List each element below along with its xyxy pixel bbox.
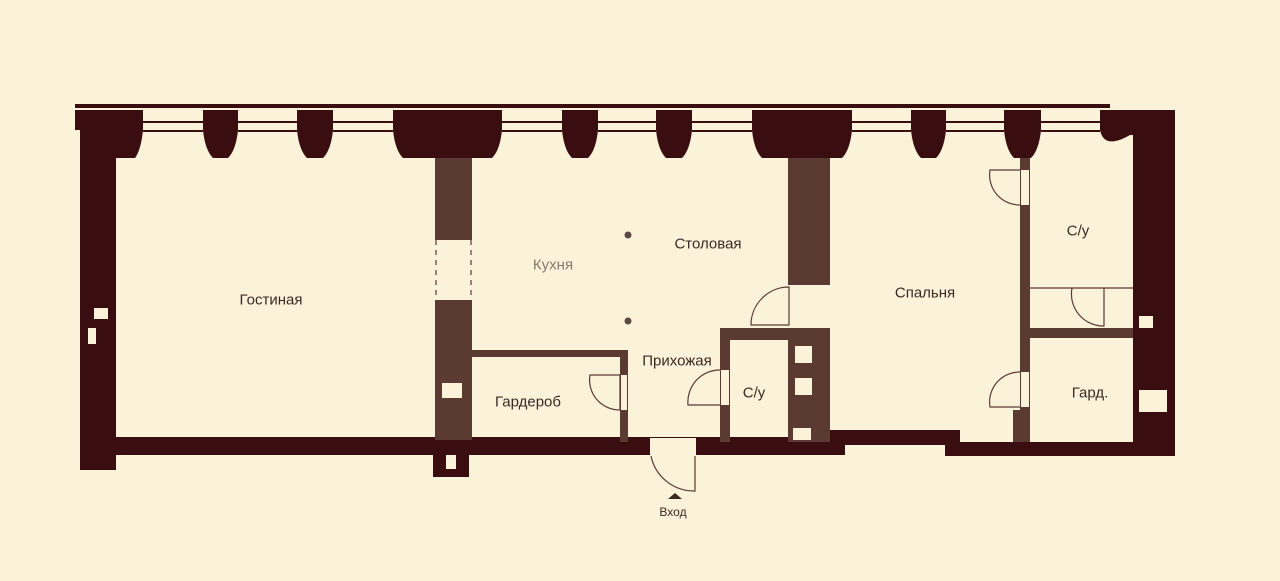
room-label-dining: Столовая [674,235,742,253]
wall-pier [393,110,502,158]
room-label-hall: Прихожая [642,352,712,370]
bottom-wall-right [945,442,1175,456]
kitchen-partition-bottom [435,300,472,440]
wall-pier [911,110,946,158]
wardrobe-top-wall [470,350,628,357]
room-label-wc2: С/у [1066,222,1090,240]
wall-pier [1004,110,1041,158]
room-label-wc1: С/у [742,384,766,402]
bedroom-partition [1020,158,1030,442]
kitchen-opening-dashes [435,240,472,300]
window-sills [143,121,1100,132]
wall-pier [1100,110,1175,142]
facade-line [75,104,1110,108]
wall-pier [75,110,143,158]
wall-pier [297,110,333,158]
wall-pier [203,110,238,158]
door-wc2 [988,169,1021,206]
outer-walls [75,104,1175,477]
door-wc1 [687,369,721,406]
room-label-wardrobe2: Гард. [1071,384,1109,402]
room-label-bedroom: Спальня [894,284,956,302]
kitchen-partition-top [435,158,472,240]
openings [88,170,1167,469]
door-wardrobe [588,374,621,411]
entrance-arrow-icon [668,493,682,499]
left-wall [80,130,116,470]
entrance-label: Вход [659,505,687,519]
room-label-living: Гостиная [239,291,303,309]
door-kitchen-bedroom [750,286,790,326]
piers [75,110,1175,158]
wc2-inner-door [1030,287,1133,327]
wall-pier [752,110,852,158]
wc2-bottom-wall [1030,328,1133,338]
door-gard [988,371,1021,408]
wall-pier [562,110,598,158]
ceiling-points [624,231,632,325]
dining-column [788,158,830,285]
room-label-wardrobe: Гардероб [495,393,561,411]
room-label-kitchen: Кухня [532,256,574,274]
bedroom-partition-stub [1013,410,1030,442]
wall-pier [656,110,692,158]
entrance-door [650,455,696,492]
door-swings [435,169,1133,492]
bottom-wall-mid [830,430,960,445]
